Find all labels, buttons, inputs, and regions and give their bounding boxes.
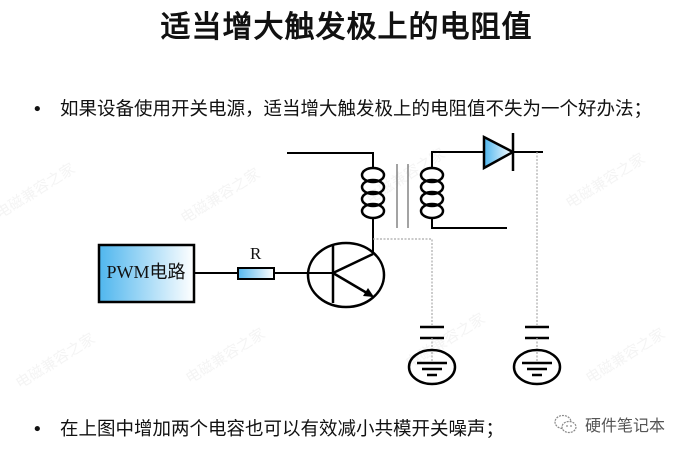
- ground-left: [407, 348, 457, 386]
- wire: [287, 152, 374, 168]
- brand-text: 硬件笔记本: [585, 416, 666, 435]
- transformer-primary-coil: [360, 166, 386, 220]
- bullet-dot: •: [32, 99, 43, 120]
- dotted-wire: [373, 152, 538, 325]
- resistor-label: R: [250, 244, 262, 263]
- pwm-label: PWM电路: [106, 262, 186, 282]
- wire: [431, 151, 484, 168]
- diode: [482, 133, 543, 171]
- bullet-text: 如果设备使用开关电源，适当增大触发极上的电阻值不失为一个好办法；: [60, 99, 653, 120]
- capacitor-right: [525, 325, 549, 340]
- wire: [431, 218, 507, 229]
- ground-right: [512, 348, 562, 386]
- npn-transistor: [306, 241, 386, 309]
- transformer-core: [396, 164, 409, 228]
- brand-badge: 硬件笔记本: [553, 412, 666, 436]
- bullet-dot: •: [32, 419, 43, 440]
- bullet-item: • 如果设备使用开关电源，适当增大触发极上的电阻值不失为一个好办法；: [32, 98, 660, 122]
- bullet-text: 在上图中增加两个电容也可以有效减小共模开关噪声；: [60, 419, 505, 440]
- capacitor-left: [420, 325, 444, 340]
- resistor: [237, 267, 275, 280]
- slide-title: 适当增大触发极上的电阻值: [160, 10, 533, 45]
- bullet-item: • 在上图中增加两个电容也可以有效减小共模开关噪声；: [32, 418, 660, 442]
- wechat-icon: [554, 414, 577, 434]
- transformer-secondary-coil: [419, 166, 445, 220]
